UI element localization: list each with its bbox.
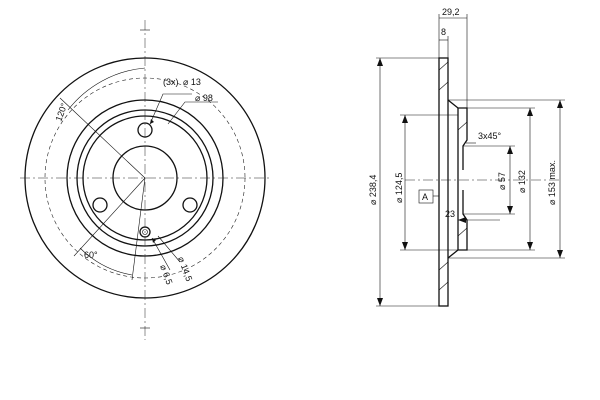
label-depth: 23 — [445, 209, 455, 219]
pin-hole-inner — [142, 229, 148, 235]
label-bore: ⌀ 57 — [497, 172, 507, 190]
datum-box — [418, 189, 434, 204]
side-view — [376, 14, 565, 307]
label-max-diameter: ⌀ 153 max. — [547, 160, 557, 205]
label-pin-radius: ⌀ 14,5 — [176, 255, 194, 282]
hat-profile-bottom — [447, 190, 468, 259]
disc-plate — [438, 57, 449, 307]
label-pin-diameter: ⌀ 6,5 — [158, 263, 174, 286]
bolt-hole-left — [92, 197, 108, 213]
label-bolt-holes: (3x) — [163, 77, 179, 87]
label-overall-thickness: 29,2 — [442, 7, 460, 17]
label-hole-diameter: ⌀ 13 — [183, 77, 201, 87]
front-view — [20, 20, 270, 340]
label-chamfer: 3x45° — [478, 131, 502, 141]
label-outer-diameter: ⌀ 238,4 — [368, 175, 378, 205]
label-angle-120: 120° — [53, 101, 69, 122]
label-hub-diameter: ⌀ 124,5 — [394, 173, 404, 203]
hat-profile-top — [447, 99, 468, 170]
label-hat-diameter: ⌀ 132 — [517, 170, 527, 193]
bolt-hole-right — [182, 197, 198, 213]
label-datum: A — [422, 192, 428, 202]
label-angle-60: 60° — [84, 250, 98, 260]
label-pcd: ⌀ 98 — [195, 93, 213, 103]
label-disc-thickness: 8 — [441, 27, 446, 37]
